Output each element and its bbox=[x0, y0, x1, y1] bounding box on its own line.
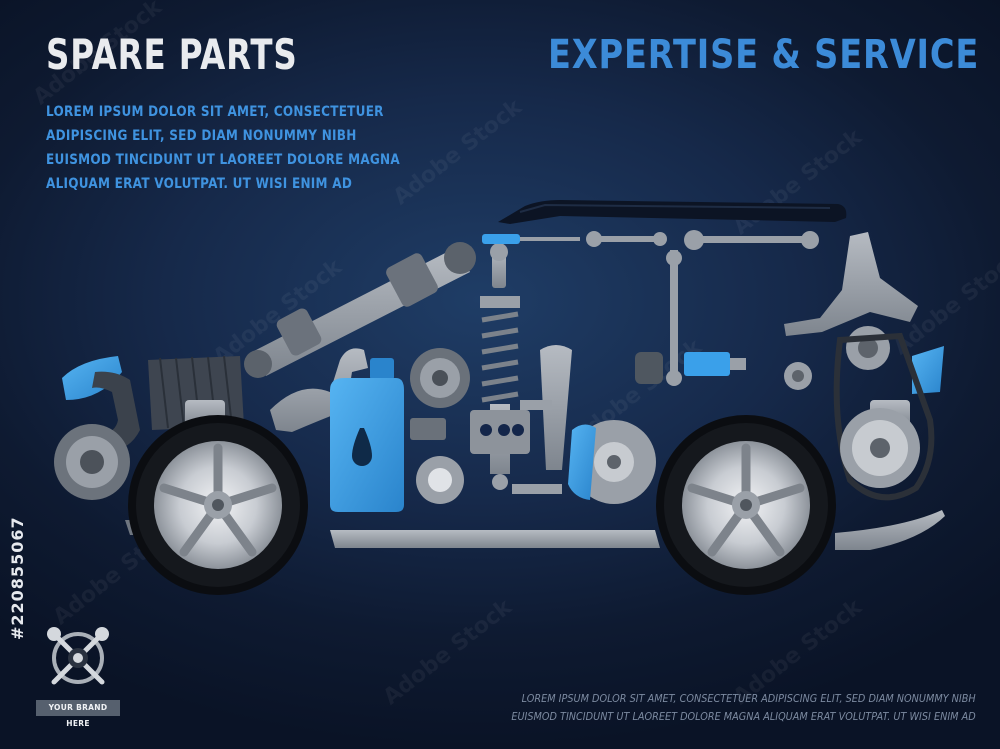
intro-line: LOREM IPSUM DOLOR SIT AMET, CONSECTETUER bbox=[46, 104, 384, 120]
footer-paragraph: LOREM IPSUM DOLOR SIT AMET, CONSECTETUER… bbox=[512, 690, 976, 726]
brand-badge: YOUR BRAND HERE bbox=[36, 700, 120, 728]
screwdriver-icon bbox=[482, 234, 580, 244]
footer-line: LOREM IPSUM DOLOR SIT AMET, CONSECTETUER… bbox=[521, 692, 976, 705]
roof-panel-icon bbox=[498, 200, 847, 224]
taillight-icon bbox=[912, 346, 944, 394]
stabilizer-link-icon bbox=[666, 250, 682, 386]
page-title: SPARE PARTS bbox=[46, 30, 298, 79]
wheel-icon bbox=[656, 415, 836, 595]
page-subtitle: EXPERTISE & SERVICE bbox=[548, 32, 980, 78]
tie-rod-end-icon bbox=[684, 230, 819, 250]
bearing-icon bbox=[416, 456, 464, 504]
wrench-icon bbox=[586, 231, 667, 247]
control-arm-icon bbox=[784, 232, 918, 336]
spark-plug-icon bbox=[684, 352, 746, 376]
pulley-icon bbox=[846, 326, 890, 370]
bushing-icon bbox=[635, 352, 663, 384]
headlight-icon bbox=[62, 356, 122, 400]
wheel-icon bbox=[128, 415, 308, 595]
control-arm-icon bbox=[270, 348, 368, 432]
joint-icon bbox=[410, 400, 562, 494]
oil-canister-icon bbox=[330, 358, 404, 512]
intro-line: EUISMOD TINCIDUNT UT LAOREET DOLORE MAGN… bbox=[46, 152, 400, 168]
timing-belt-icon bbox=[833, 332, 935, 501]
hose-icon bbox=[92, 371, 140, 452]
wrench-cross-icon bbox=[47, 627, 109, 685]
intro-line: ALIQUAM ERAT VOLUTPAT. UT WISI ENIM AD bbox=[46, 176, 353, 192]
footer-line: EUISMOD TINCIDUNT UT LAOREET DOLORE MAGN… bbox=[511, 710, 976, 723]
pulley-icon bbox=[54, 424, 130, 500]
gasket-icon bbox=[470, 410, 530, 454]
drive-shaft-icon bbox=[244, 242, 476, 378]
stock-id: #220855067 bbox=[8, 516, 27, 640]
brake-disc-icon bbox=[568, 420, 656, 504]
clutch-disc-icon bbox=[410, 348, 470, 408]
intro-paragraph: LOREM IPSUM DOLOR SIT AMET, CONSECTETUER… bbox=[46, 100, 400, 196]
intro-line: ADIPISCING ELIT, SED DIAM NONUMMY NIBH bbox=[46, 128, 357, 144]
tie-rod-icon bbox=[540, 345, 572, 470]
bearing-icon bbox=[784, 362, 812, 390]
